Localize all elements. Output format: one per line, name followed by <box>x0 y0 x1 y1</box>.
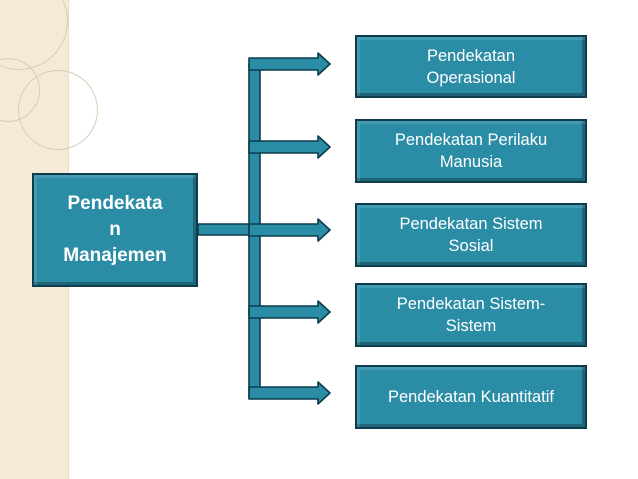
child-node-sistem-sistem: Pendekatan Sistem- Sistem <box>355 283 587 347</box>
child-node-kuantitatif: Pendekatan Kuantitatif <box>355 365 587 429</box>
child-node-label: Pendekatan Sistem Sosial <box>399 215 543 255</box>
connector-root-stem <box>197 223 250 236</box>
child-node-operasional: Pendekatan Operasional <box>355 35 587 98</box>
connector-arrow-3 <box>248 218 331 242</box>
connector-arrow-2 <box>248 135 331 159</box>
child-node-label: Pendekatan Sistem- Sistem <box>396 295 546 335</box>
connector-arrow-5 <box>248 381 331 405</box>
child-node-perilaku-manusia: Pendekatan Perilaku Manusia <box>355 119 587 183</box>
connector-arrow-1 <box>248 52 331 76</box>
child-node-label: Pendekatan Operasional <box>426 46 516 87</box>
root-node-label: Pendekata n Manajemen <box>63 193 167 266</box>
root-node: Pendekata n Manajemen <box>32 173 198 287</box>
child-node-sistem-sosial: Pendekatan Sistem Sosial <box>355 203 587 267</box>
connector-arrow-4 <box>248 300 331 324</box>
child-node-label: Pendekatan Perilaku Manusia <box>394 131 548 171</box>
child-node-label: Pendekatan Kuantitatif <box>387 388 555 406</box>
